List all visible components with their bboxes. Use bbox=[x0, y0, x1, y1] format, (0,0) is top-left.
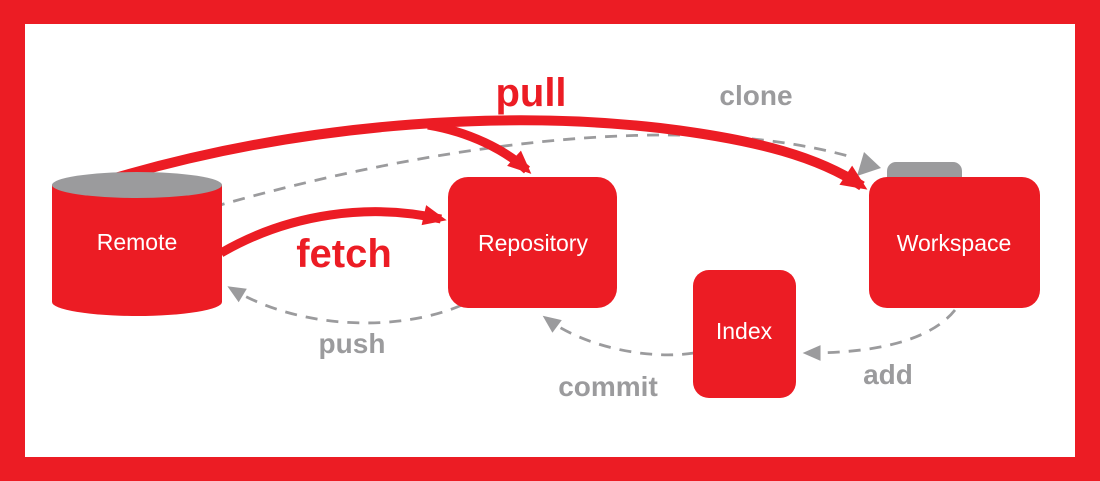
repository-box bbox=[448, 177, 617, 308]
repository-node: Repository bbox=[448, 177, 617, 308]
remote-node-label: Remote bbox=[97, 229, 178, 255]
folder-body-icon bbox=[869, 177, 1040, 308]
pull-edge-label: pull bbox=[495, 71, 566, 115]
workspace-node-label: Workspace bbox=[897, 230, 1012, 256]
index-node: Index bbox=[693, 270, 796, 398]
database-cylinder-icon bbox=[52, 185, 222, 316]
commit-edge-label: commit bbox=[558, 371, 658, 402]
pull-branch-arrow bbox=[427, 120, 532, 174]
commit-arrow bbox=[542, 315, 695, 357]
repository-node-label: Repository bbox=[478, 230, 588, 256]
pull-arrow bbox=[113, 115, 868, 191]
workspace-node: Workspace bbox=[869, 162, 1040, 308]
fetch-arrow bbox=[218, 205, 447, 257]
index-node-label: Index bbox=[716, 318, 773, 344]
add-edge-label: add bbox=[863, 359, 913, 390]
database-cylinder-top-icon bbox=[52, 172, 222, 198]
push-edge-label: push bbox=[319, 328, 386, 359]
clone-edge-label: clone bbox=[719, 80, 792, 111]
clone-arrow bbox=[212, 133, 849, 209]
add-arrow bbox=[802, 309, 957, 361]
index-box bbox=[693, 270, 796, 398]
remote-node: Remote bbox=[52, 172, 222, 316]
push-arrow bbox=[227, 286, 463, 325]
fetch-edge-label: fetch bbox=[296, 232, 392, 276]
